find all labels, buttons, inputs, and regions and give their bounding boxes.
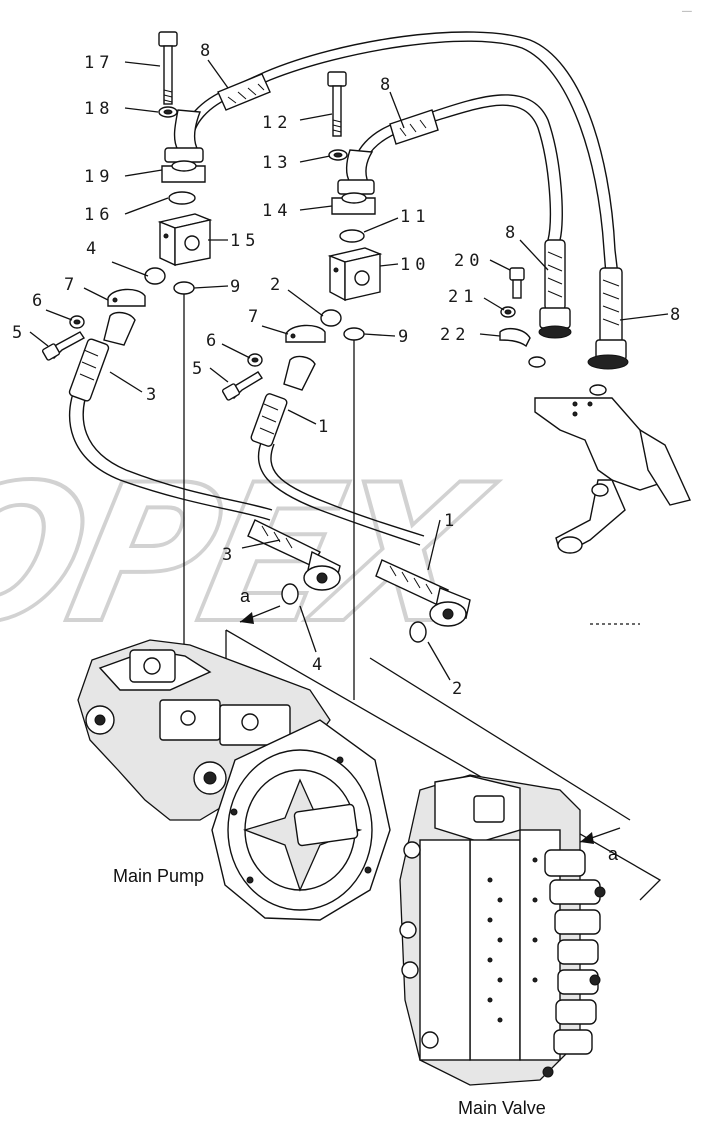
valve-spools [542, 849, 606, 1078]
o-ring-16 [168, 191, 196, 205]
callout-8b: 8 [380, 75, 395, 95]
main-valve-label: Main Valve [458, 1098, 546, 1118]
callout-19: 19 [84, 167, 114, 187]
o-ring-8-lower [589, 384, 607, 396]
callout-5b: 5 [192, 359, 207, 379]
washer-6-right [247, 353, 263, 367]
hose-sleeve-8a [217, 73, 271, 111]
hose-sleeve-8c [544, 239, 566, 311]
view-a-line-lower [369, 657, 631, 821]
o-ring-11 [339, 229, 365, 243]
callout-11: 11 [400, 207, 430, 227]
callout-9b: 9 [398, 327, 413, 347]
callout-numbers: 17 18 19 16 15 8 8 8 8 12 13 14 11 10 9 … [12, 41, 685, 699]
callout-8d: 8 [670, 305, 685, 325]
clamp-22 [499, 327, 531, 348]
callout-2b: 2 [452, 679, 467, 699]
washer-21 [500, 306, 516, 318]
clamp-19 [161, 160, 206, 183]
valve-ports [399, 841, 538, 1049]
washer-13 [328, 149, 348, 161]
watermark: OPEX [0, 445, 506, 666]
block-15 [157, 213, 213, 267]
bolt-5-left [41, 331, 86, 361]
o-ring-9-right [343, 327, 365, 341]
main-pump-illustration [77, 639, 391, 921]
callout-3a: 3 [146, 385, 161, 405]
clamp-7-left [107, 288, 146, 307]
corner-mark: ── [681, 7, 692, 16]
hose-fitting-lower-right-b [587, 339, 629, 370]
callout-17: 17 [84, 53, 114, 73]
callout-2a: 2 [270, 275, 285, 295]
callout-9a: 9 [230, 277, 245, 297]
hose-fitting-lower-right-a [538, 307, 572, 339]
main-pump-label: Main Pump [113, 866, 204, 886]
hose-fitting-upper-left [164, 109, 204, 163]
callout-4b: 4 [312, 655, 327, 675]
washer-18 [158, 106, 178, 118]
callout-8a: 8 [200, 41, 215, 61]
view-a-label-left: a [240, 586, 251, 606]
o-ring-9-left [173, 281, 195, 295]
o-ring-4-lower [281, 583, 299, 605]
callout-18: 18 [84, 99, 114, 119]
hose-fitting-upper-mid [337, 149, 375, 195]
o-ring-4-upper [144, 267, 166, 285]
o-ring-2-upper [320, 309, 342, 327]
leader-lines [29, 59, 669, 681]
callout-16: 16 [84, 205, 114, 225]
bolt-17 [158, 31, 178, 105]
callout-6a: 6 [32, 291, 47, 311]
washer-6-left [69, 315, 85, 329]
callout-1b: 1 [444, 511, 459, 531]
callout-15: 15 [230, 231, 260, 251]
o-ring-22-lower [528, 356, 546, 368]
callout-3b: 3 [222, 545, 237, 565]
callout-20: 20 [454, 251, 484, 271]
callout-22: 22 [440, 325, 470, 345]
o-ring-2-lower [409, 621, 427, 643]
callout-6b: 6 [206, 331, 221, 351]
callout-7b: 7 [248, 307, 263, 327]
arrow-a-left-head [240, 612, 254, 624]
callout-10: 10 [400, 255, 430, 275]
callout-5a: 5 [12, 323, 27, 343]
block-10 [327, 247, 383, 302]
hose-sleeve-8b [389, 109, 439, 145]
arrow-a-right-head [580, 832, 594, 844]
callout-7a: 7 [64, 275, 79, 295]
hose-3 [68, 311, 341, 591]
clamp-14 [331, 192, 376, 215]
bolt-20 [509, 267, 525, 299]
callout-8c: 8 [505, 223, 520, 243]
callout-1a: 1 [318, 417, 333, 437]
callout-13: 13 [262, 153, 292, 173]
bolt-12 [327, 71, 347, 137]
hose-8-inner [352, 94, 563, 241]
callout-14: 14 [262, 201, 292, 221]
hose-sleeve-8d [599, 267, 623, 344]
callout-4a: 4 [86, 239, 101, 259]
bolt-5-right [221, 371, 263, 401]
hose-1 [250, 355, 471, 627]
clamp-7-right [285, 324, 326, 343]
mounting-bracket [534, 397, 691, 554]
callout-12: 12 [262, 113, 292, 133]
view-a-label-right: a [608, 844, 619, 864]
main-valve-illustration [399, 774, 606, 1086]
callout-21: 21 [448, 287, 478, 307]
